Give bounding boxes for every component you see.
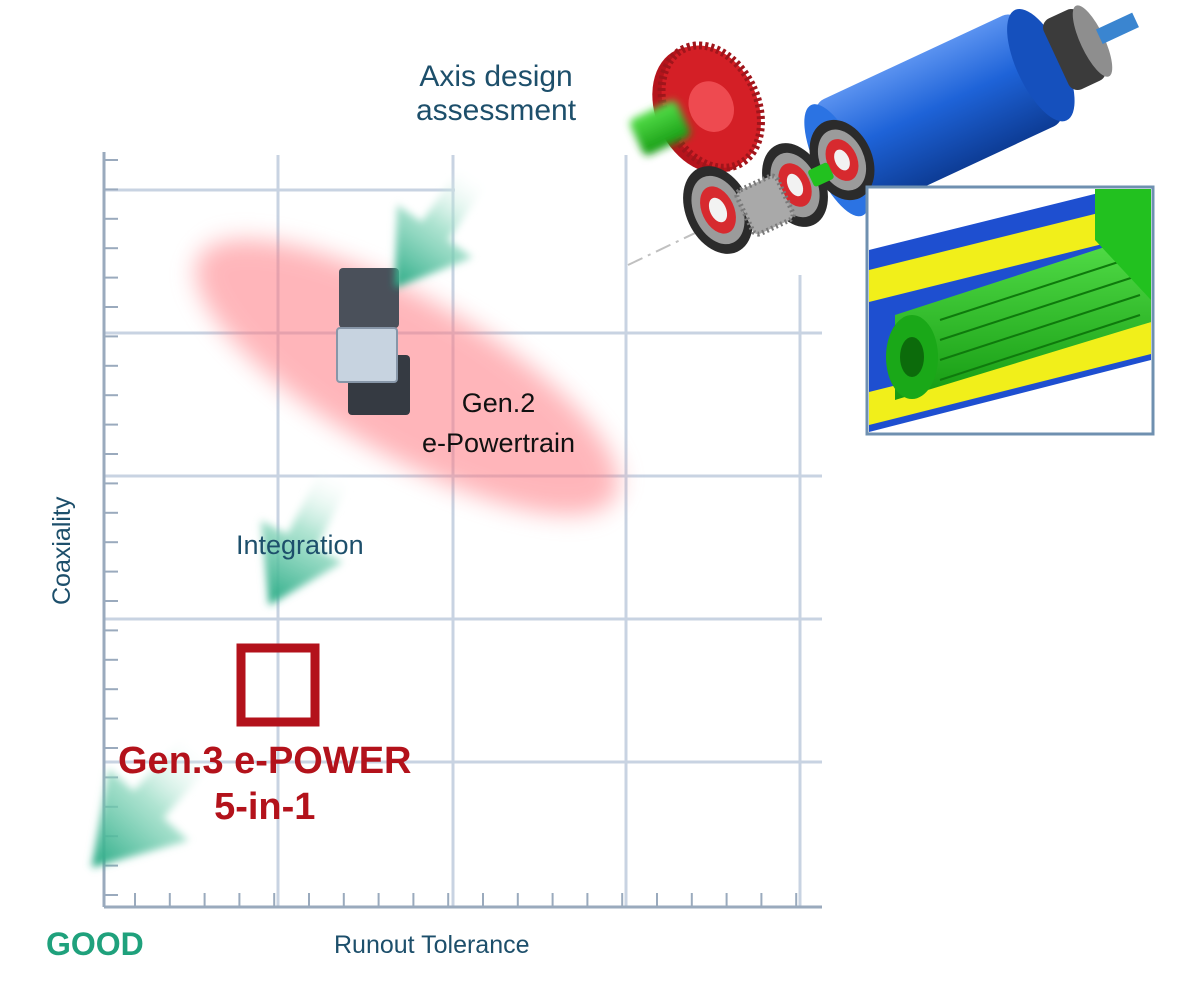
integration-label: Integration [236, 530, 364, 560]
gen2-label: Gen.2 e-Powertrain [422, 383, 575, 463]
gen3-line2: 5-in-1 [214, 786, 316, 828]
powertrain-axis-illustration [627, 5, 1139, 266]
gen2-block-light-icon [336, 327, 398, 383]
spline-shaft-inset [865, 185, 1155, 436]
arrow-integration [260, 462, 353, 606]
arrow-good [91, 731, 217, 868]
gen3-line1: Gen.3 e-POWER [118, 740, 412, 782]
gen3-label: Gen.3 e-POWER 5-in-1 [118, 738, 412, 830]
good-label: GOOD [46, 926, 144, 962]
gen3-square-icon [236, 643, 320, 727]
y-axis-label: Coaxiality [48, 496, 76, 605]
axis-design-line2: assessment [416, 94, 577, 127]
arrow-axis-design [394, 162, 490, 289]
axis-design-assessment-label: Axis design assessment [416, 60, 576, 128]
axis-ticks [104, 159, 798, 907]
axis-design-line1: Axis design [419, 60, 573, 93]
gen2-block-dark-icon [339, 268, 399, 328]
gen2-line1: Gen.2 [461, 388, 536, 418]
gen2-line2: e-Powertrain [422, 428, 576, 458]
x-axis-label: Runout Tolerance [334, 931, 530, 959]
